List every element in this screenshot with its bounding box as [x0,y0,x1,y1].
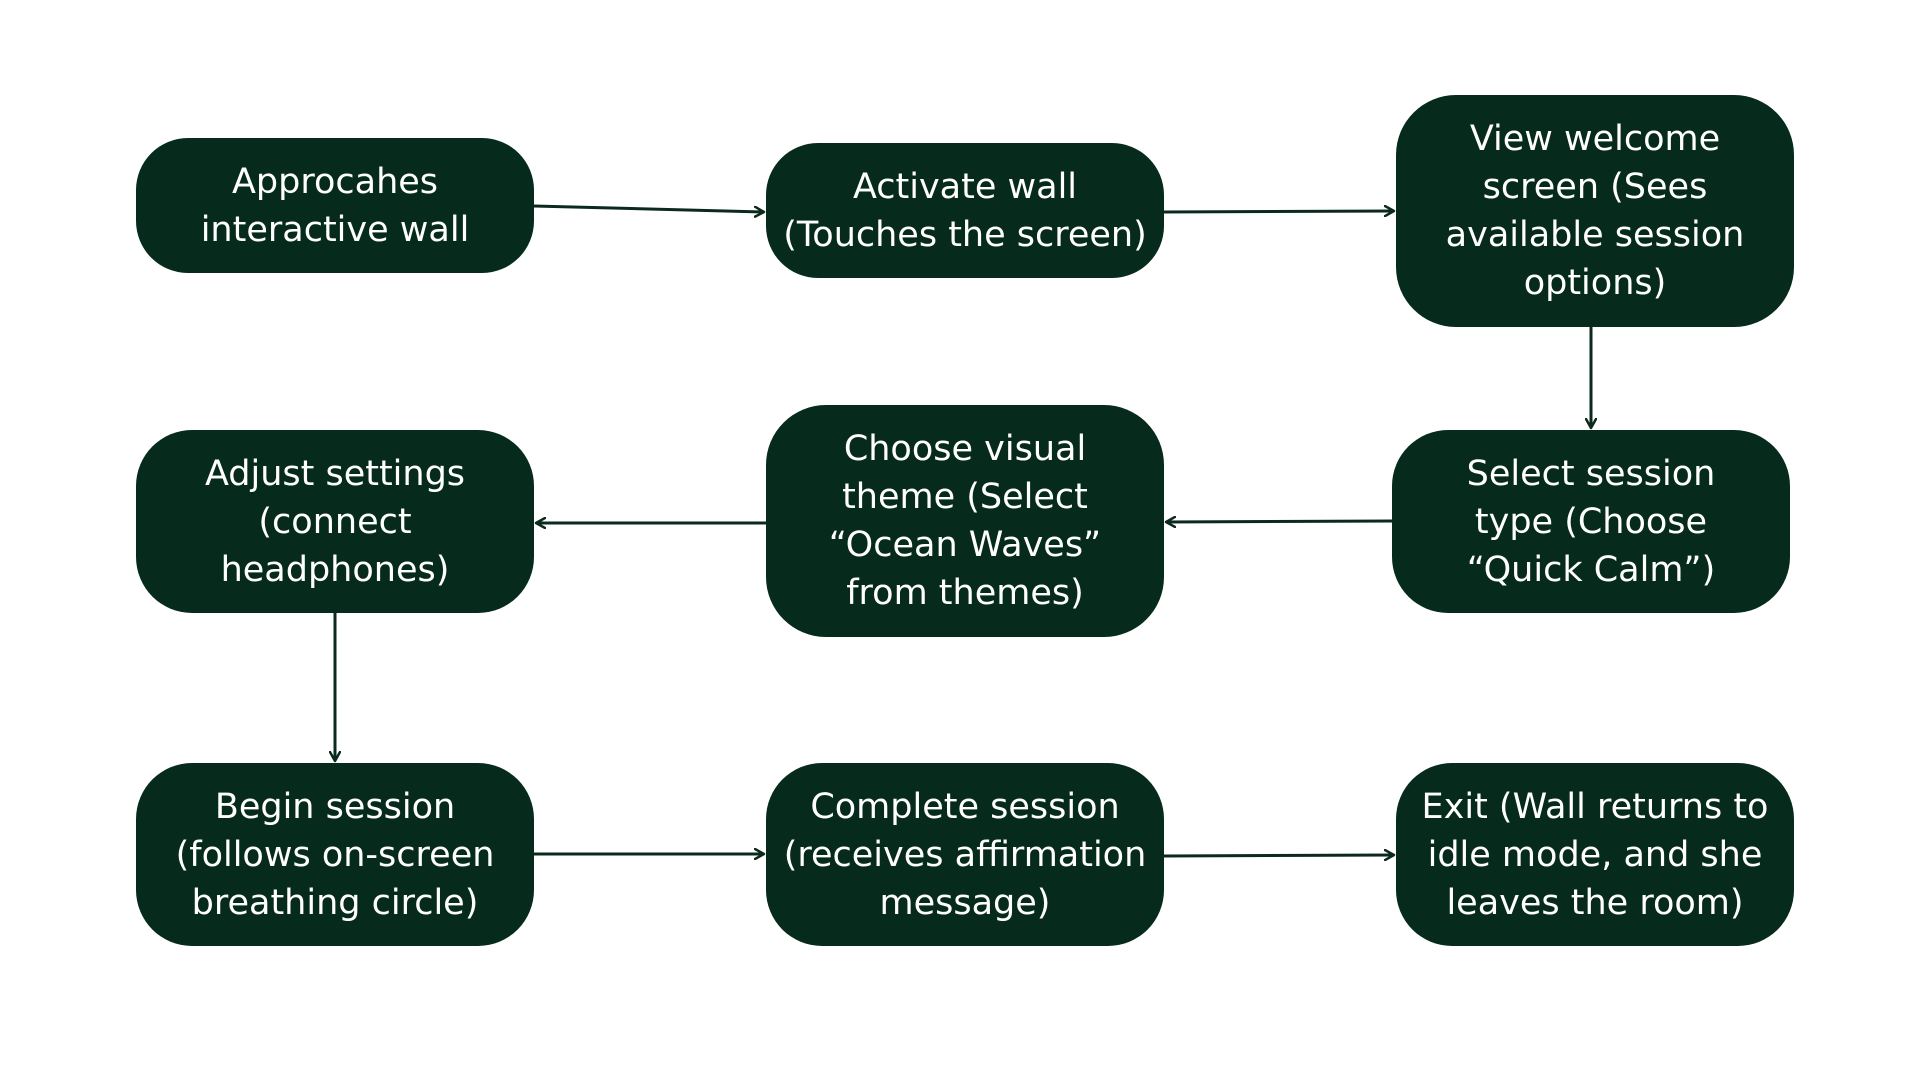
arrow-select-type-to-theme [1166,521,1393,522]
node-select-session-type: Select session type (Choose “Quick Calm”… [1392,430,1790,613]
arrow-approach-to-activate [533,204,764,212]
node-complete-session: Complete session (receives affirmation m… [766,763,1164,946]
node-activate-wall: Activate wall (Touches the screen) [766,143,1164,278]
arrow-activate-to-welcome [1163,211,1394,212]
node-exit: Exit (Wall returns to idle mode, and she… [1396,763,1794,946]
node-adjust-settings: Adjust settings (connect headphones) [136,430,534,613]
node-approach-wall: Approcahes interactive wall [136,138,534,273]
arrow-complete-to-exit [1163,855,1394,856]
node-begin-session: Begin session (follows on-screen breathi… [136,763,534,946]
node-choose-visual-theme: Choose visual theme (Select “Ocean Waves… [766,405,1164,637]
node-view-welcome-screen: View welcome screen (Sees available sess… [1396,95,1794,327]
